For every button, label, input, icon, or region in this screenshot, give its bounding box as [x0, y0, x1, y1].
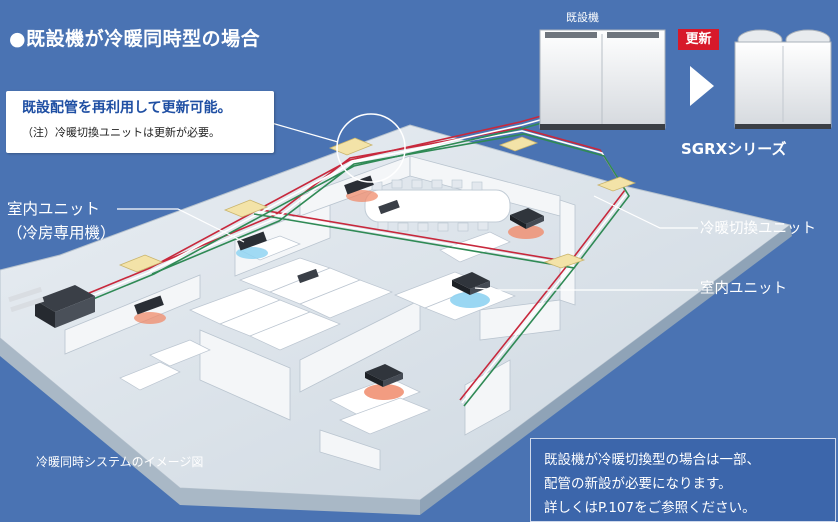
- callout-pointer: [267, 121, 339, 143]
- conference-table: [364, 179, 511, 232]
- switch-unit-boxes: [118, 136, 637, 273]
- note-line-2: 配管の新設が必要になります。: [544, 476, 732, 492]
- indoor-units: [8, 175, 544, 400]
- indoor-unit-cooling-label: 室内ユニット （冷房専用機）: [7, 197, 116, 245]
- floor-right-edge: [420, 225, 792, 515]
- existing-outdoor-unit: [539, 29, 666, 130]
- leader-lines: [117, 195, 698, 291]
- reuse-callout: 既設配管を再利用して更新可能。 （注）冷暖切換ユニットは更新が必要。: [6, 91, 274, 153]
- new-series-label: SGRXシリーズ: [681, 140, 787, 158]
- indoor-unit-label: 室内ユニット: [700, 281, 787, 297]
- callout-note-text: （注）冷暖切換ユニットは更新が必要。: [22, 126, 220, 139]
- note-box: 既設機が冷暖切換型の場合は一部、 配管の新設が必要になります。 詳しくはP.10…: [530, 438, 836, 522]
- update-badge: 更新: [678, 29, 719, 50]
- reuse-highlight-circle: [336, 113, 406, 183]
- note-line-3: 詳しくはP.107をご参照ください。: [544, 500, 756, 516]
- update-arrow: [690, 66, 714, 106]
- note-line-1: 既設機が冷暖切換型の場合は一部、: [544, 452, 760, 468]
- switch-unit-label: 冷暖切換ユニット: [700, 221, 816, 237]
- indoor-unit-cooling-line2: （冷房専用機）: [7, 224, 116, 242]
- image-caption: 冷暖同時システムのイメージ図: [36, 455, 204, 469]
- indoor-unit-cooling-line1: 室内ユニット: [7, 200, 101, 218]
- callout-main-text: 既設配管を再利用して更新可能。: [22, 100, 232, 116]
- existing-unit-label: 既設機: [566, 11, 599, 24]
- page-title: ●既設機が冷暖同時型の場合: [9, 28, 261, 50]
- new-outdoor-unit: [734, 29, 832, 129]
